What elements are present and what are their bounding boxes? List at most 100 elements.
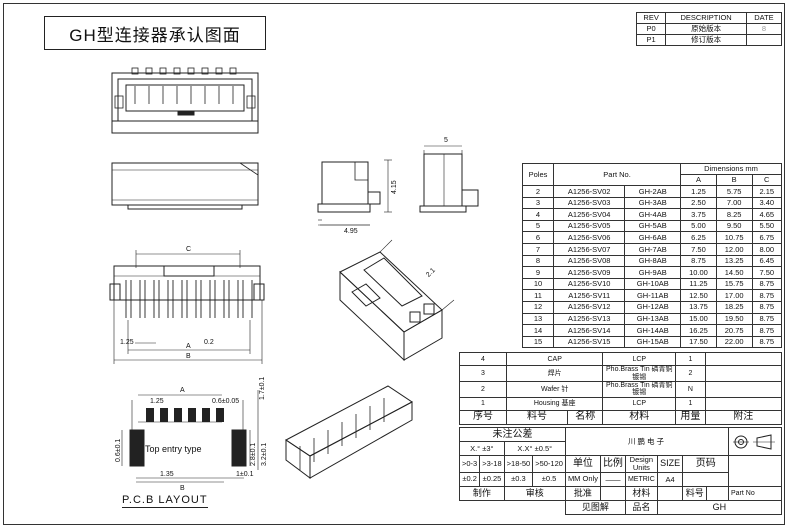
dim-cell-a: 6.25	[680, 231, 717, 244]
revision-table: REV DESCRIPTION DATE P0 原始版本 8 P1 修订版本	[635, 12, 783, 46]
role-reviewer: 审核	[503, 485, 566, 501]
dim-cell-b: 19.50	[715, 312, 753, 326]
dim-cell-c: 8.75	[751, 300, 783, 314]
bom-table: 4 CAP LCP 1 3 焊片 Pho.Brass Tin 磷青铜镀锡 2 2…	[459, 351, 783, 425]
drawing-title: GH型连接器承认图面	[44, 16, 266, 50]
dim-cell-part: A1256-SV09	[552, 266, 626, 279]
dim-cell-poles: 7	[522, 242, 554, 256]
bom-no: 3	[459, 365, 507, 383]
dim-cell-part: A1256-SV04	[552, 208, 626, 221]
date-cell	[745, 34, 783, 46]
dim-cell-part: A1256-SV06	[552, 231, 626, 244]
dim-cell-poles: 3	[522, 196, 554, 210]
dim-cell-b: 13.25	[715, 254, 753, 268]
role-approver: 批准	[564, 485, 601, 501]
dim-cell-c: 8.75	[751, 324, 783, 337]
bom-no: 1	[459, 396, 507, 412]
bom-header-code: 料号	[505, 410, 569, 425]
dim-cell-c: 8.75	[751, 312, 783, 326]
dim-cell-part: A1256-SV10	[552, 277, 626, 291]
tolerance-label: 未注公差	[459, 427, 566, 442]
dim-cell-b: 17.00	[715, 289, 753, 302]
dim-cell-poles: 11	[522, 289, 554, 302]
bom-note	[704, 381, 783, 398]
dim-cell-poles: 10	[522, 277, 554, 291]
company-name: 川鹏电子	[564, 427, 730, 456]
dim-cell-c: 2.15	[751, 185, 783, 198]
dim-cell-c: 8.75	[751, 289, 783, 302]
bom-material: LCP	[602, 396, 677, 412]
top-entry-label: Top entry type	[145, 444, 202, 454]
dim-cell-gh: GH-7AB	[624, 242, 682, 256]
page-value	[682, 471, 729, 487]
product-name-label: 品名	[624, 499, 658, 515]
dim-cell-b: 5.75	[715, 185, 753, 198]
dim-c-header: C	[751, 174, 783, 186]
dim-cell-part: A1256-SV02	[552, 185, 626, 198]
dim-cell-b: 10.75	[715, 231, 753, 244]
design-units-value: METRIC	[624, 471, 658, 487]
desc-cell: 原始版本	[665, 23, 747, 35]
poles-header: Poles	[522, 163, 554, 186]
bom-material: Pho.Brass Tin 磷青铜镀锡	[602, 381, 677, 398]
dim-cell-a: 7.50	[680, 242, 717, 256]
dim-cell-poles: 12	[522, 300, 554, 314]
date-header: DATE	[745, 12, 783, 24]
tol-range: >50-120	[532, 455, 566, 473]
dim-cell-part: A1256-SV12	[552, 300, 626, 314]
dim-cell-a: 5.00	[680, 219, 717, 233]
dim-cell-c: 4.65	[751, 208, 783, 221]
dim-cell-a: 16.25	[680, 324, 717, 337]
dim-cell-part: A1256-SV14	[552, 324, 626, 337]
dim-cell-b: 18.25	[715, 300, 753, 314]
bom-qty: N	[675, 381, 706, 398]
dim-cell-b: 8.25	[715, 208, 753, 221]
dim-cell-gh: GH-4AB	[624, 208, 682, 221]
bom-part: 焊片	[505, 365, 604, 383]
dim-cell-poles: 6	[522, 231, 554, 244]
product-name-value: GH	[656, 499, 783, 515]
bom-header-name: 名称	[567, 410, 604, 425]
dim-cell-a: 2.50	[680, 196, 717, 210]
dim-cell-part: A1256-SV11	[552, 289, 626, 302]
dim-cell-a: 15.00	[680, 312, 717, 326]
rev-cell: P0	[635, 23, 667, 35]
tol-value: ±0.5	[532, 471, 566, 487]
tol-x: X.° ±3°	[459, 441, 505, 456]
bom-qty: 2	[675, 365, 706, 383]
bom-header-note: 附注	[704, 410, 783, 425]
dim-cell-a: 11.25	[680, 277, 717, 291]
dim-cell-a: 12.50	[680, 289, 717, 302]
size-value: A4	[656, 471, 684, 487]
dim-b-header: B	[715, 174, 753, 186]
dim-cell-c: 5.50	[751, 219, 783, 233]
tol-xx: X.X° ±0.5°	[503, 441, 566, 456]
dim-cell-poles: 2	[522, 185, 554, 198]
pcb-layout-label: P.C.B LAYOUT	[122, 494, 208, 508]
dim-cell-a: 8.75	[680, 254, 717, 268]
dim-cell-gh: GH-2AB	[624, 185, 682, 198]
size-label: SIZE	[656, 455, 684, 473]
rev-header: REV	[635, 12, 667, 24]
dim-cell-poles: 13	[522, 312, 554, 326]
drawing-label: 见图解	[564, 499, 626, 515]
tol-value: ±0.3	[503, 471, 534, 487]
bom-material: LCP	[602, 351, 677, 367]
bom-note	[704, 365, 783, 383]
tol-value: ±0.25	[479, 471, 505, 487]
dim-cell-gh: GH-11AB	[624, 289, 682, 302]
bom-header-material: 材料	[602, 410, 677, 425]
dim-cell-a: 1.25	[680, 185, 717, 198]
dim-cell-c: 6.45	[751, 254, 783, 268]
scale-value: ——	[599, 471, 626, 487]
dim-cell-gh: GH-5AB	[624, 219, 682, 233]
dim-cell-a: 17.50	[680, 335, 717, 349]
tol-value: ±0.2	[458, 471, 481, 487]
dim-cell-b: 22.00	[715, 335, 753, 349]
